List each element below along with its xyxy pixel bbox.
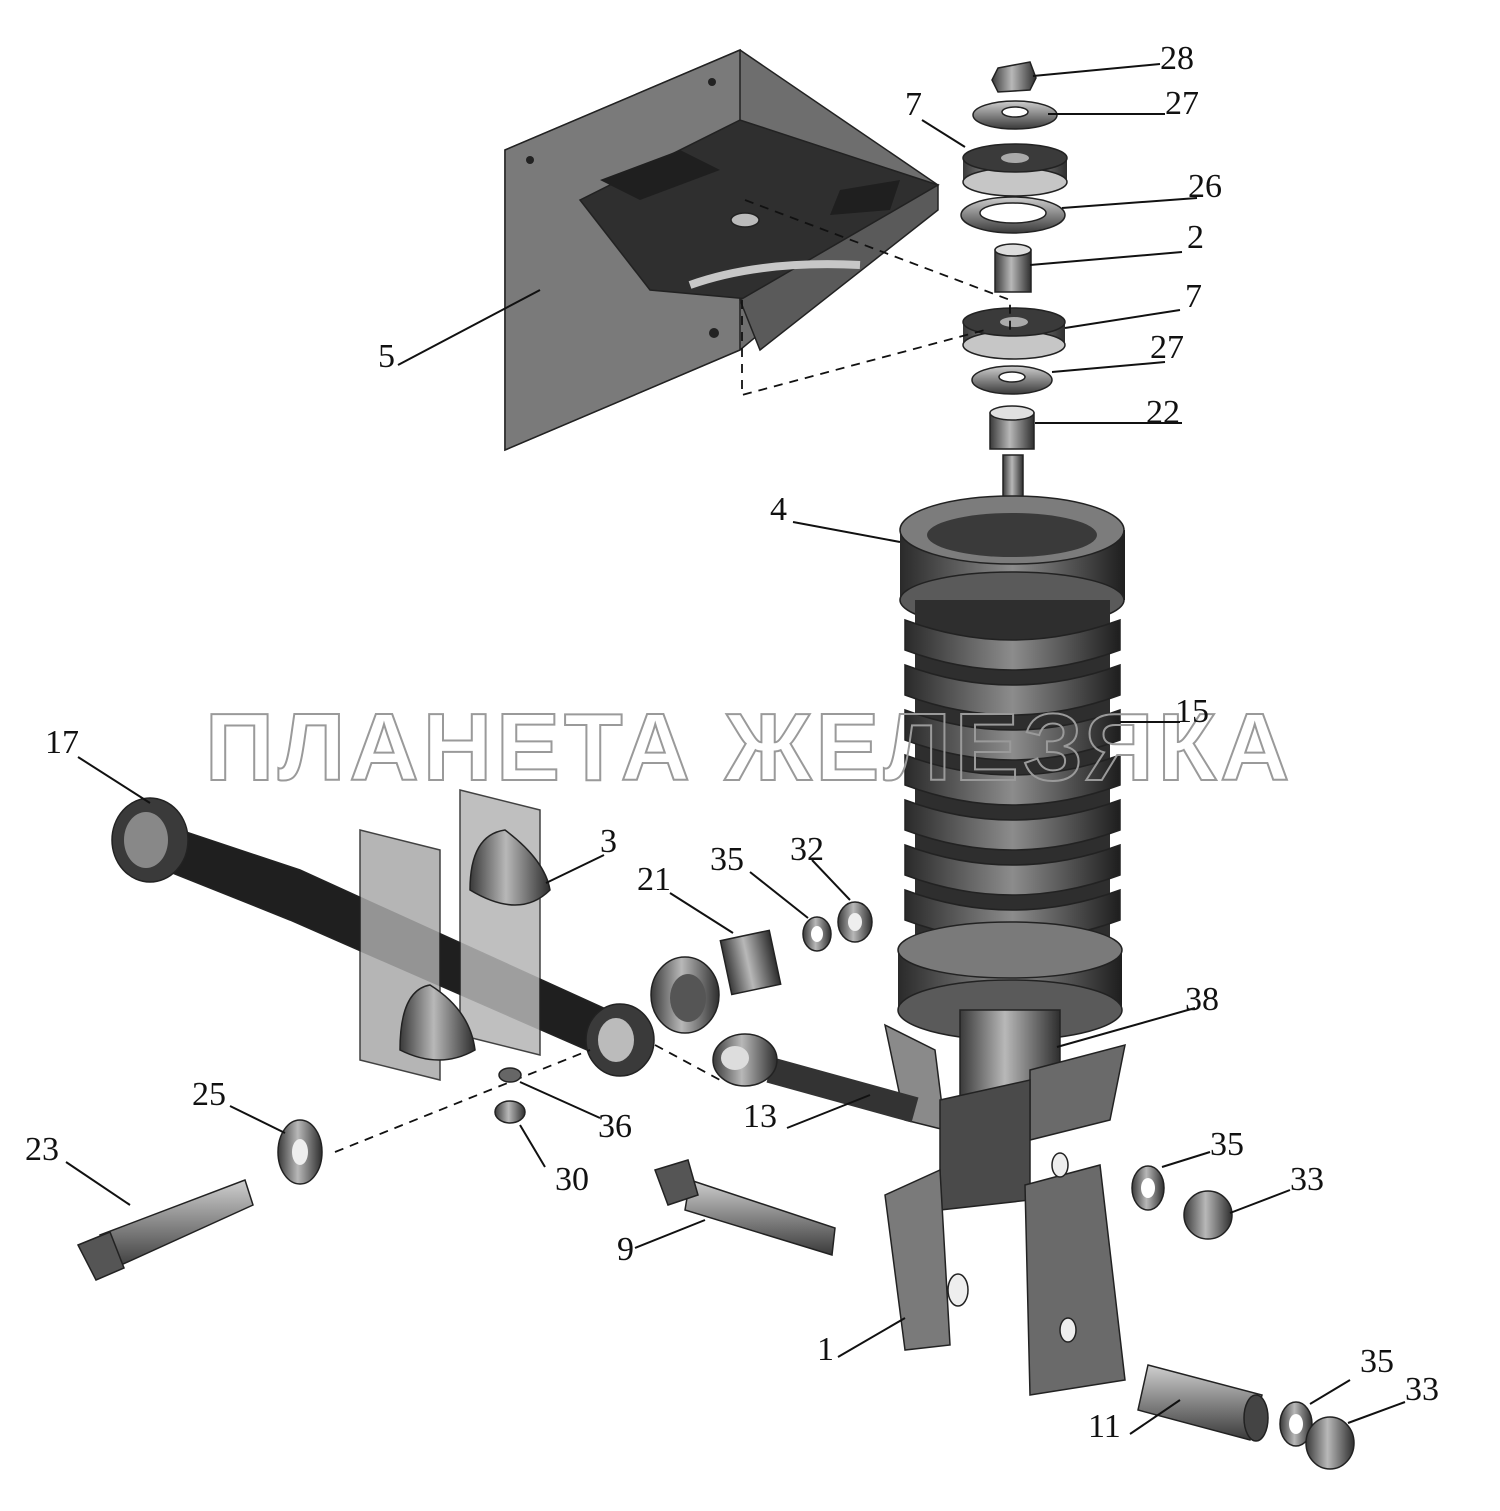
washer-part-26 [960, 196, 1066, 234]
label-part-3: 3 [600, 823, 617, 860]
cushion-part-7-top [962, 143, 1068, 197]
label-part-35-upper: 35 [710, 841, 744, 878]
bolt-part-23 [76, 1179, 254, 1281]
label-part-27-top: 27 [1165, 85, 1199, 122]
part-labels: 5 1 2 3 4 7 7 9 11 13 15 17 21 22 23 25 … [25, 40, 1439, 1445]
nut-part-33-right [1183, 1190, 1233, 1240]
bushing-part-2 [994, 243, 1032, 293]
label-part-4: 4 [770, 491, 787, 528]
label-part-11: 11 [1088, 1408, 1121, 1445]
label-part-15: 15 [1175, 693, 1209, 730]
label-part-13: 13 [743, 1098, 777, 1135]
label-part-9: 9 [617, 1231, 634, 1268]
bushing-part-22 [989, 405, 1035, 450]
pin-part-11 [1137, 1364, 1269, 1442]
label-part-30: 30 [555, 1161, 589, 1198]
leader-lines [65, 63, 1406, 1435]
cushion-part-7-bottom [962, 307, 1066, 360]
label-part-2: 2 [1187, 219, 1204, 256]
nut-part-33-bottom [1305, 1416, 1355, 1470]
washer-part-35-upper [802, 916, 832, 952]
label-part-17: 17 [45, 724, 79, 761]
label-part-7-bottom: 7 [1185, 278, 1202, 315]
label-part-7-top: 7 [905, 86, 922, 123]
bolt-part-9 [654, 1159, 836, 1256]
buffer-part-3 [399, 829, 551, 1061]
nut-part-30 [494, 1100, 526, 1124]
label-part-35-right: 35 [1210, 1126, 1244, 1163]
label-part-23: 23 [25, 1131, 59, 1168]
label-part-33-right: 33 [1290, 1161, 1324, 1198]
label-part-27-bottom: 27 [1150, 329, 1184, 366]
link-rod-part-13 [712, 1033, 919, 1123]
washer-part-27-bottom [971, 365, 1053, 395]
label-part-36: 36 [598, 1108, 632, 1145]
label-part-38: 38 [1185, 981, 1219, 1018]
label-part-22: 22 [1146, 394, 1180, 431]
label-part-28: 28 [1160, 40, 1194, 77]
washer-part-36 [498, 1067, 522, 1083]
label-part-26: 26 [1188, 168, 1222, 205]
label-part-5: 5 [378, 338, 395, 375]
washer-part-35-bottom [1279, 1401, 1313, 1447]
spring-seat-lower [897, 921, 1123, 1041]
nut-part-28 [991, 61, 1037, 93]
bushing-part-21 [650, 929, 782, 1034]
label-part-33-bottom: 33 [1405, 1371, 1439, 1408]
lower-bracket-part-1 [883, 1023, 1126, 1396]
bracket-part-5 [504, 48, 940, 452]
label-part-25: 25 [192, 1076, 226, 1113]
label-part-32: 32 [790, 831, 824, 868]
label-part-1: 1 [817, 1331, 834, 1368]
washer-part-35-right [1131, 1165, 1165, 1211]
nut-part-32 [837, 901, 873, 943]
label-part-35-bottom: 35 [1360, 1343, 1394, 1380]
washer-part-25 [277, 1119, 323, 1185]
label-part-21: 21 [637, 861, 671, 898]
washer-part-27-top [972, 100, 1058, 130]
watermark: ПЛАНЕТА ЖЕЛЕЗЯКА [205, 694, 1294, 801]
